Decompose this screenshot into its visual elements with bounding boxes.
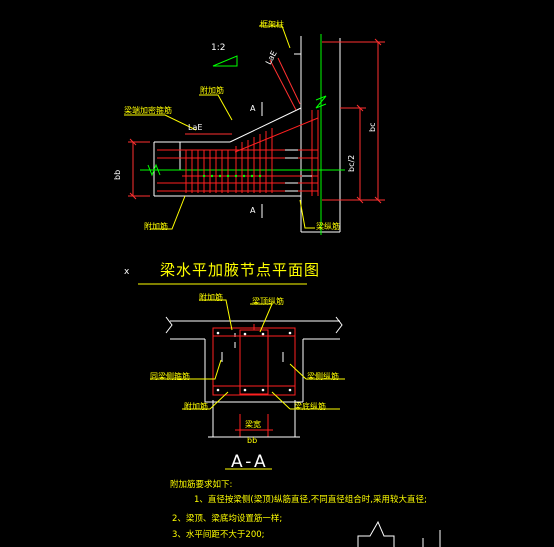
- dimension-lines: [128, 38, 385, 204]
- label-section-a-top: A: [250, 104, 256, 113]
- note-item-1: 1、直径按梁侧(梁顶)纵筋直径,不同直径组合时,采用较大直径;: [194, 495, 427, 505]
- label-beam-side-rebar: 梁侧纵筋: [307, 372, 339, 381]
- plan-view: [124, 25, 385, 470]
- plan-view-title: 梁水平加腋节点平面图: [160, 261, 321, 279]
- label-frame-column: 框架柱: [260, 20, 284, 29]
- note-item-2: 2、梁顶、梁底均设置筋一样;: [172, 514, 283, 524]
- section-title: A-A: [231, 452, 269, 472]
- slope-triangle: [212, 55, 238, 67]
- column-ties: [285, 149, 312, 192]
- label-dim-bb-section: bb: [247, 436, 258, 445]
- next-drawing-fragment: [357, 520, 441, 547]
- section-outline: [165, 316, 343, 403]
- label-slope-ratio: 1:2: [211, 43, 226, 53]
- section-rebar: [212, 324, 296, 437]
- label-dim-bc: bc: [368, 122, 377, 132]
- label-dim-bb: bb: [113, 169, 122, 180]
- marker-x: x: [124, 267, 130, 277]
- axis-lines: [140, 34, 345, 235]
- label-same-stirrup: 同梁侧箍筋: [150, 372, 190, 381]
- label-beam-top-rebar: 梁顶纵筋: [252, 297, 284, 306]
- note-item-3: 3、水平间距不大于200;: [172, 530, 265, 540]
- label-beam-width: 梁宽: [245, 420, 261, 429]
- label-beam-long-rebar: 梁纵筋: [316, 222, 340, 231]
- label-dim-half: bc/2: [347, 154, 356, 172]
- label-lae-left: LaE: [188, 123, 203, 132]
- label-haunch-rebar-top: 附加筋: [200, 86, 224, 95]
- section-view: [150, 299, 441, 547]
- label-extra-rebar-2: 附加筋: [184, 402, 208, 411]
- notes-heading: 附加筋要求如下:: [170, 480, 233, 490]
- label-beam-haunch-stirrup: 梁端加密箍筋: [124, 106, 172, 115]
- label-haunch-rebar-bottom: 附加筋: [144, 222, 168, 231]
- label-section-a-bottom: A: [250, 206, 256, 215]
- section-leaders: [150, 299, 345, 410]
- column-outline: [153, 36, 341, 233]
- section-bars: [216, 331, 292, 392]
- leader-lines: [124, 25, 315, 470]
- label-extra-rebar: 附加筋: [199, 293, 223, 302]
- label-beam-bottom-rebar: 梁底纵筋: [294, 402, 326, 411]
- rebar-dots: [202, 174, 262, 178]
